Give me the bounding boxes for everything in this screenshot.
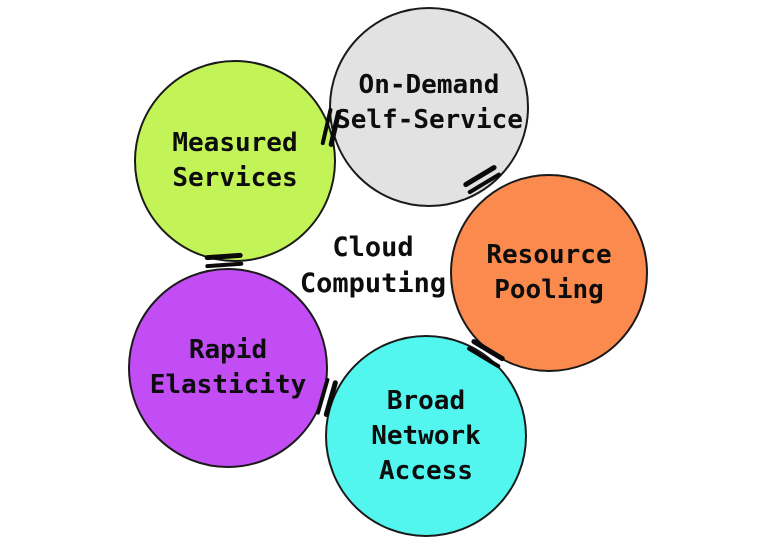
label-line: Measured [172, 128, 298, 158]
diagram-title-line: Computing [299, 268, 447, 299]
node-rapid-elasticity-label: Rapid Elasticity [150, 333, 307, 403]
node-broad-network-access-label: Broad Network Access [371, 384, 481, 489]
node-on-demand-self-service-label: On-Demand Self-Service [335, 68, 523, 146]
label-line: Elasticity [149, 370, 307, 400]
node-resource-pooling-label: Resource Pooling [486, 238, 611, 308]
node-rapid-elasticity: Rapid Elasticity [128, 268, 328, 468]
label-line: Pooling [494, 275, 604, 305]
diagram-title: Cloud Computing [300, 230, 446, 302]
label-line: Self-Service [335, 105, 523, 135]
tangent-mark-icon [204, 252, 244, 269]
node-on-demand-self-service: On-Demand Self-Service [329, 7, 529, 207]
node-measured-services: Measured Services [134, 60, 336, 262]
label-line: Access [379, 455, 473, 486]
label-line: Services [172, 163, 298, 193]
label-line: On-Demand [358, 70, 500, 100]
node-broad-network-access: Broad Network Access [325, 335, 527, 537]
label-line: Resource [486, 240, 612, 270]
node-measured-services-label: Measured Services [172, 126, 297, 196]
label-line: Broad [386, 385, 466, 416]
node-resource-pooling: Resource Pooling [450, 174, 648, 372]
diagram-title-line: Cloud [332, 232, 414, 263]
label-line: Rapid [188, 335, 268, 365]
label-line: Network [371, 420, 481, 451]
